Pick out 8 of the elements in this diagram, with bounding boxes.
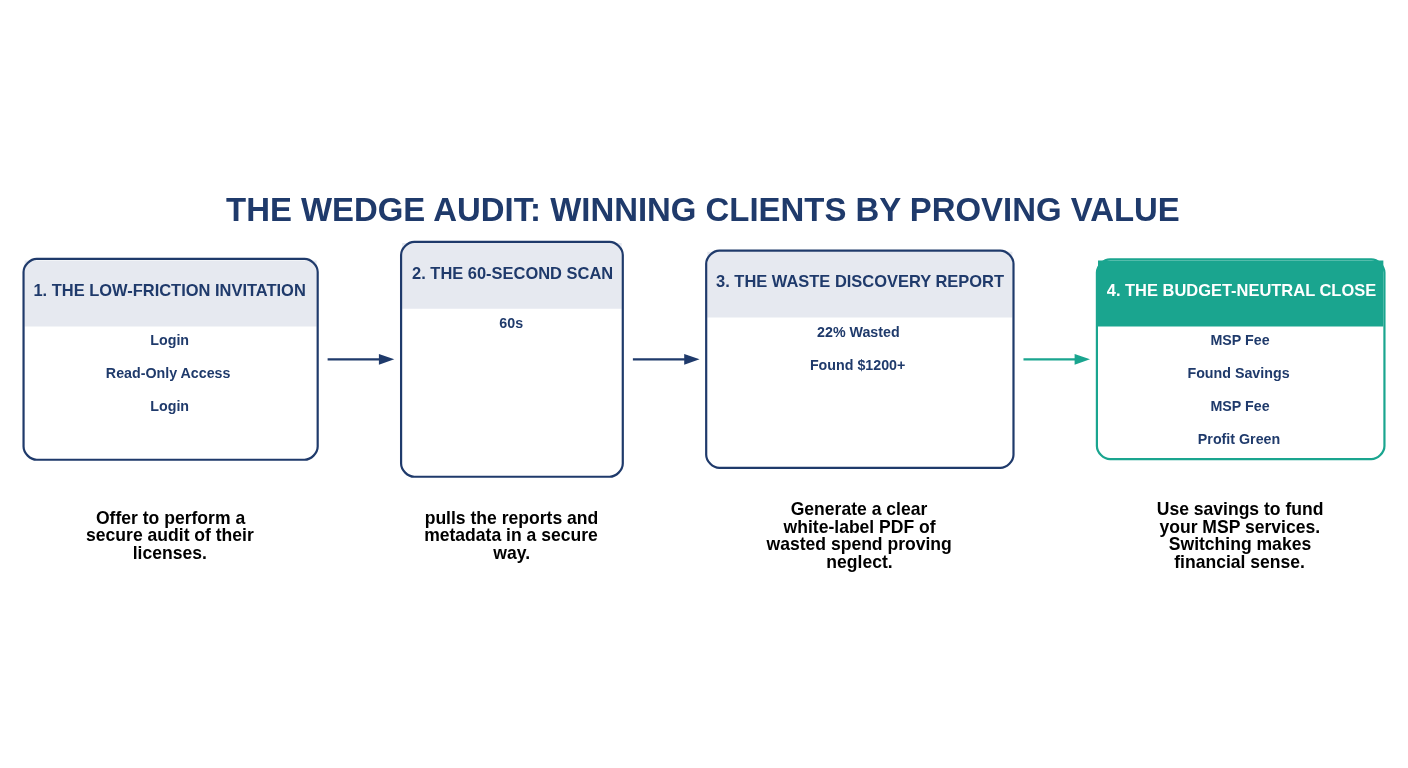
diagram-title: THE WEDGE AUDIT: WINNING CLIENTS BY PROVING VALUE [226,191,1180,229]
arrow [1023,353,1090,365]
node-label: Generate a clear white-label PDF of wasted spend proving neglect. [766,498,952,572]
arrow [327,353,395,365]
node-label: Use savings to fund your MSP services. Switching makes financial sense. [1156,498,1324,572]
node-label: pulls the reports and metadata in a secure way. [424,507,599,563]
node-label: Offer to perform a secure audit of their licenses. [86,507,254,563]
arrow [632,353,700,365]
